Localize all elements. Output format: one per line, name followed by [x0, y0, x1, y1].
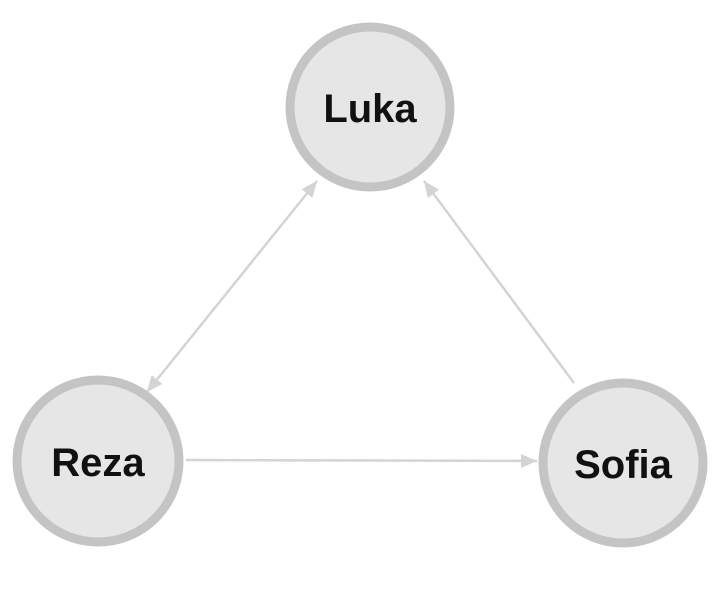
node-luka-label: Luka	[323, 87, 417, 131]
node-sofia[interactable]: Sofia	[538, 378, 708, 548]
node-luka[interactable]: Luka	[285, 22, 455, 192]
edge-luka-reza	[146, 180, 318, 393]
node-luka-circle	[285, 22, 455, 192]
edge-reza-sofia	[185, 453, 538, 468]
node-reza-label: Reza	[51, 441, 145, 485]
edge-sofia-luka	[422, 180, 576, 384]
edges	[146, 180, 576, 468]
node-reza-circle	[12, 375, 184, 547]
node-reza[interactable]: Reza	[12, 375, 184, 547]
node-sofia-label: Sofia	[574, 443, 673, 487]
node-sofia-circle	[538, 378, 708, 548]
